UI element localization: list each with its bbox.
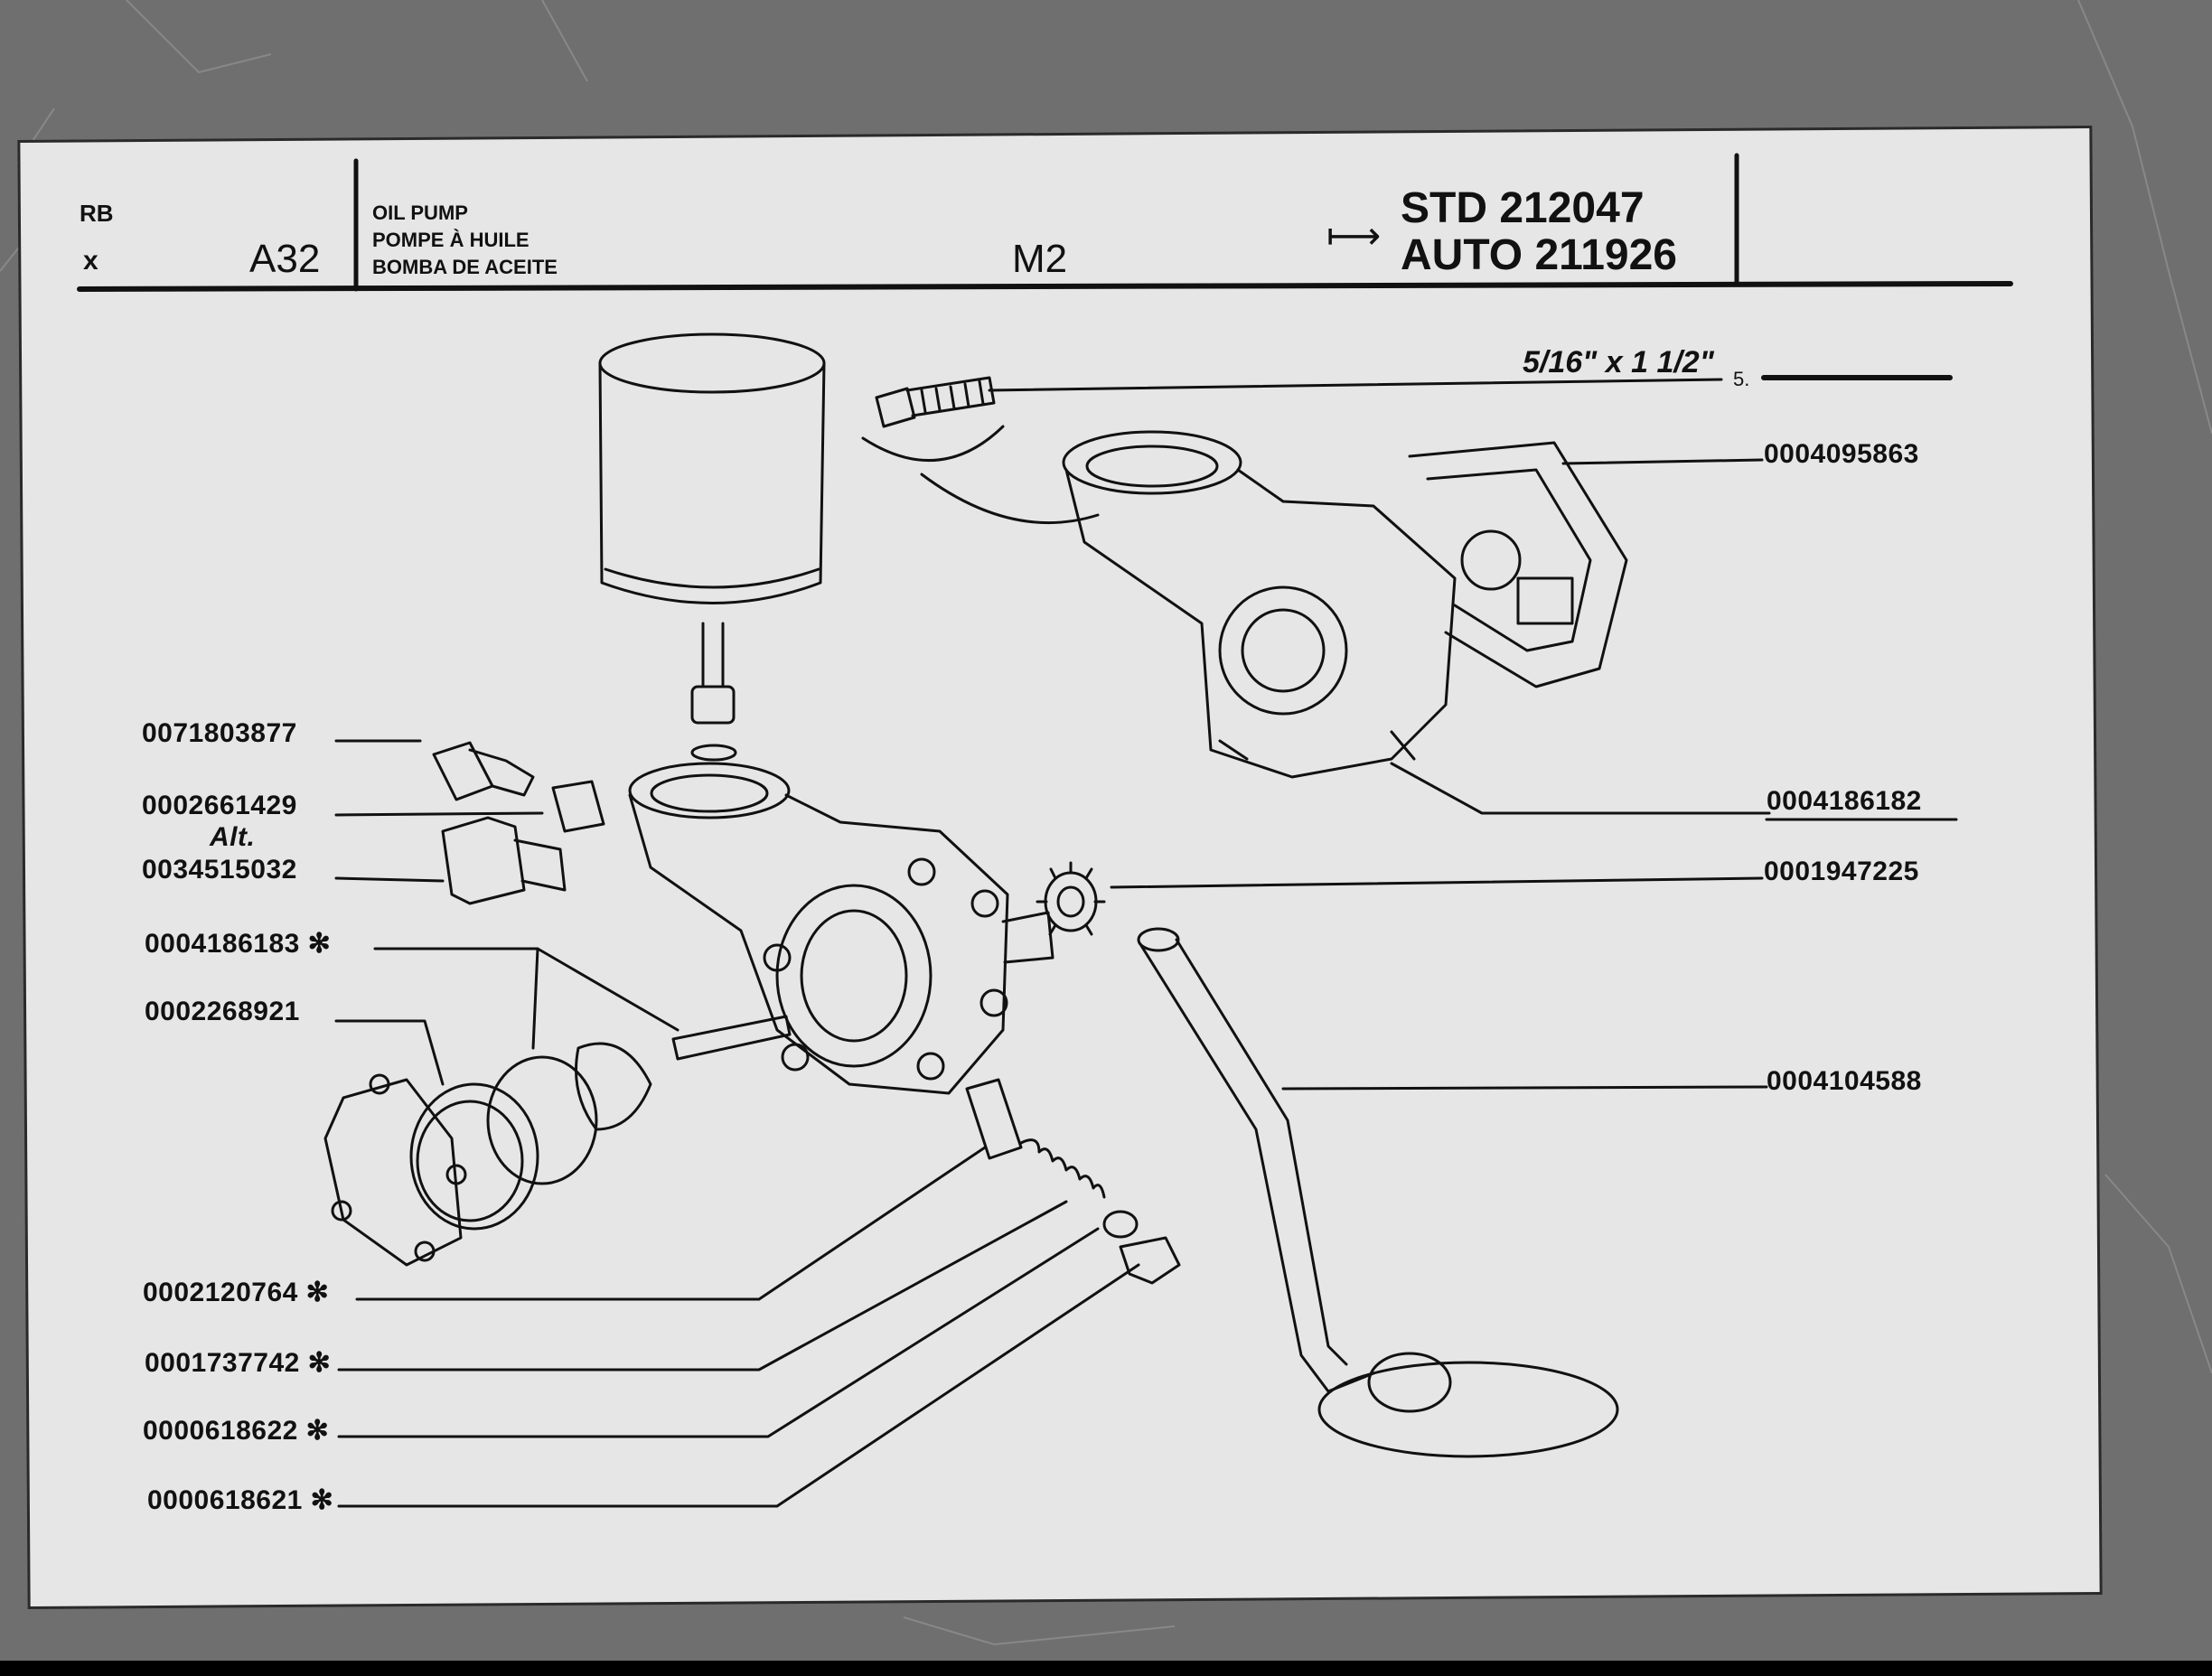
part-label: 0004186182 bbox=[1767, 786, 1922, 816]
title-french: POMPE À HUILE bbox=[372, 229, 530, 251]
group-code: A32 bbox=[249, 237, 321, 281]
part-label: 0004095863 bbox=[1764, 439, 1919, 469]
title-spanish: BOMBA DE ACEITE bbox=[372, 256, 558, 278]
serial-auto: AUTO 211926 bbox=[1401, 231, 1677, 279]
model-code: M2 bbox=[1012, 237, 1068, 281]
gear-drawing bbox=[1036, 861, 1106, 936]
part-label: 0034515032 bbox=[142, 855, 297, 885]
part-label: 0002661429 bbox=[142, 791, 297, 820]
pressure-switch-drawing bbox=[432, 741, 605, 905]
part-label: 0002120764 ✻ bbox=[143, 1278, 330, 1307]
title-english: OIL PUMP bbox=[372, 201, 468, 224]
alt-label: Alt. bbox=[210, 822, 256, 852]
part-label: 0001737742 ✻ bbox=[145, 1348, 332, 1378]
part-label: 0002268921 bbox=[145, 997, 300, 1026]
upper-pump-drawing bbox=[1062, 430, 1628, 779]
bolt-drawing bbox=[861, 376, 1100, 525]
part-label: 0071803877 bbox=[142, 718, 297, 748]
pickup-tube-drawing bbox=[1137, 927, 1619, 1458]
oil-filter-drawing bbox=[598, 332, 826, 762]
arrow-icon: ⟼ bbox=[1326, 214, 1382, 257]
bolt-spec: 5/16" x 1 1/2" bbox=[1523, 345, 1714, 379]
relief-valve-drawing bbox=[965, 1078, 1181, 1285]
bolt-qty: 5. bbox=[1733, 368, 1750, 390]
serial-std: STD 212047 bbox=[1401, 184, 1645, 232]
rotor-shaft-cover-drawing bbox=[323, 1015, 792, 1267]
part-label: 0000618622 ✻ bbox=[143, 1416, 330, 1446]
lower-pump-body-drawing bbox=[628, 762, 1054, 1095]
scan-border bbox=[0, 1661, 2212, 1676]
leader-lines bbox=[334, 378, 1771, 1508]
header-rule bbox=[77, 281, 2013, 292]
origin-code: RB bbox=[80, 200, 114, 227]
part-label: 0004186183 ✻ bbox=[145, 929, 332, 959]
part-label: 0000618621 ✻ bbox=[147, 1485, 334, 1515]
part-label: 0004104588 bbox=[1767, 1066, 1922, 1096]
cross-mark: x bbox=[83, 246, 98, 276]
part-label: 0001947225 bbox=[1764, 857, 1919, 886]
